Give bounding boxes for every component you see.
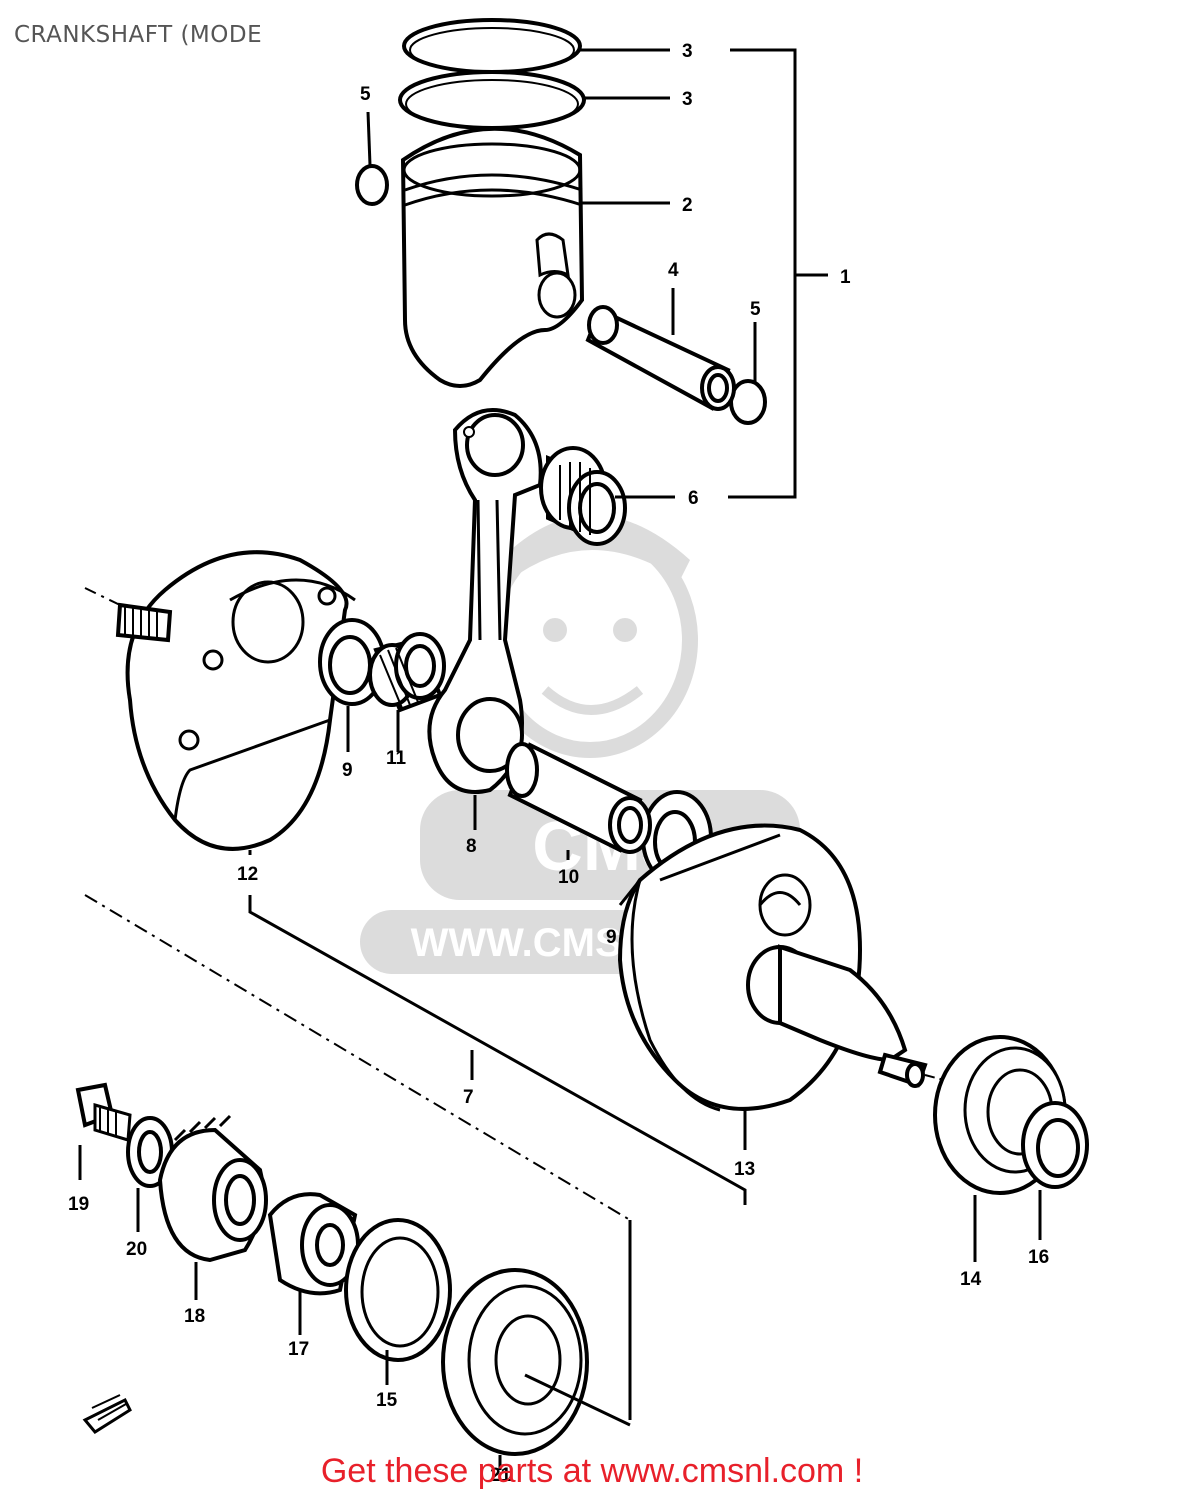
callout-21: 21 — [490, 1465, 512, 1486]
callout-5-left: 5 — [360, 84, 371, 105]
callout-labels: 1 2 3 3 4 5 5 6 7 8 9 9 10 11 12 13 14 1… — [68, 41, 1049, 1486]
footer-banner: Get these parts at www.cmsnl.com ! — [0, 1452, 1184, 1491]
callout-3-upper: 3 — [682, 41, 693, 62]
callout-6: 6 — [688, 488, 699, 509]
nut — [75, 1082, 132, 1142]
callout-8: 8 — [466, 836, 477, 857]
piston-ring-upper — [402, 18, 582, 74]
piston-pin — [585, 305, 736, 411]
callout-20: 20 — [126, 1239, 147, 1260]
callout-16: 16 — [1028, 1247, 1049, 1268]
oil-seal-right — [1021, 1101, 1089, 1189]
callout-13: 13 — [734, 1159, 755, 1180]
thrust-washer-left — [318, 618, 386, 706]
alignment-lines — [84, 894, 631, 1221]
small-end-bearing — [539, 446, 627, 546]
crank-wheel-left — [84, 550, 356, 851]
piston — [400, 126, 585, 388]
watermark-mascot-cap — [500, 515, 690, 580]
watermark-mascot-smile — [541, 686, 644, 715]
callout-7: 7 — [463, 1087, 474, 1108]
callout-11: 11 — [386, 748, 407, 769]
big-end-bearing — [368, 632, 446, 713]
callout-15: 15 — [376, 1390, 398, 1411]
circlip-left — [355, 164, 389, 206]
footer-link[interactable]: www.cmsnl.com — [600, 1452, 845, 1490]
primary-gear — [157, 1114, 268, 1263]
footer-prefix: Get these parts at — [320, 1452, 601, 1490]
callout-9-right: 9 — [606, 927, 617, 948]
callout-19: 19 — [68, 1194, 89, 1215]
callout-14: 14 — [960, 1269, 982, 1290]
callout-17: 17 — [288, 1339, 309, 1360]
leader-lines — [78, 48, 1042, 1470]
callout-4: 4 — [668, 260, 679, 281]
oil-seal-left — [344, 1218, 452, 1362]
crankshaft-bearing-left — [441, 1268, 589, 1456]
callout-10: 10 — [558, 867, 579, 888]
callout-2: 2 — [682, 195, 693, 216]
page-title: CRANKSHAFT (MODE — [14, 22, 263, 48]
callout-12: 12 — [237, 864, 258, 885]
callout-1: 1 — [840, 267, 851, 288]
watermark-mascot-eye — [543, 618, 567, 642]
crank-pin — [505, 742, 652, 854]
callout-5-right: 5 — [750, 299, 761, 320]
circlip-right — [729, 379, 767, 425]
callout-3-lower: 3 — [682, 89, 693, 110]
watermark-mascot-eye-2 — [613, 618, 637, 642]
crank-wheel-right — [617, 823, 1001, 1112]
connecting-rod — [427, 408, 543, 794]
callout-18: 18 — [184, 1306, 205, 1327]
piston-ring-lower — [398, 70, 586, 130]
footer-suffix: ! — [844, 1452, 864, 1490]
spacer — [267, 1192, 360, 1296]
callout-9-left: 9 — [342, 760, 353, 781]
direction-arrow-icon — [82, 1394, 132, 1434]
